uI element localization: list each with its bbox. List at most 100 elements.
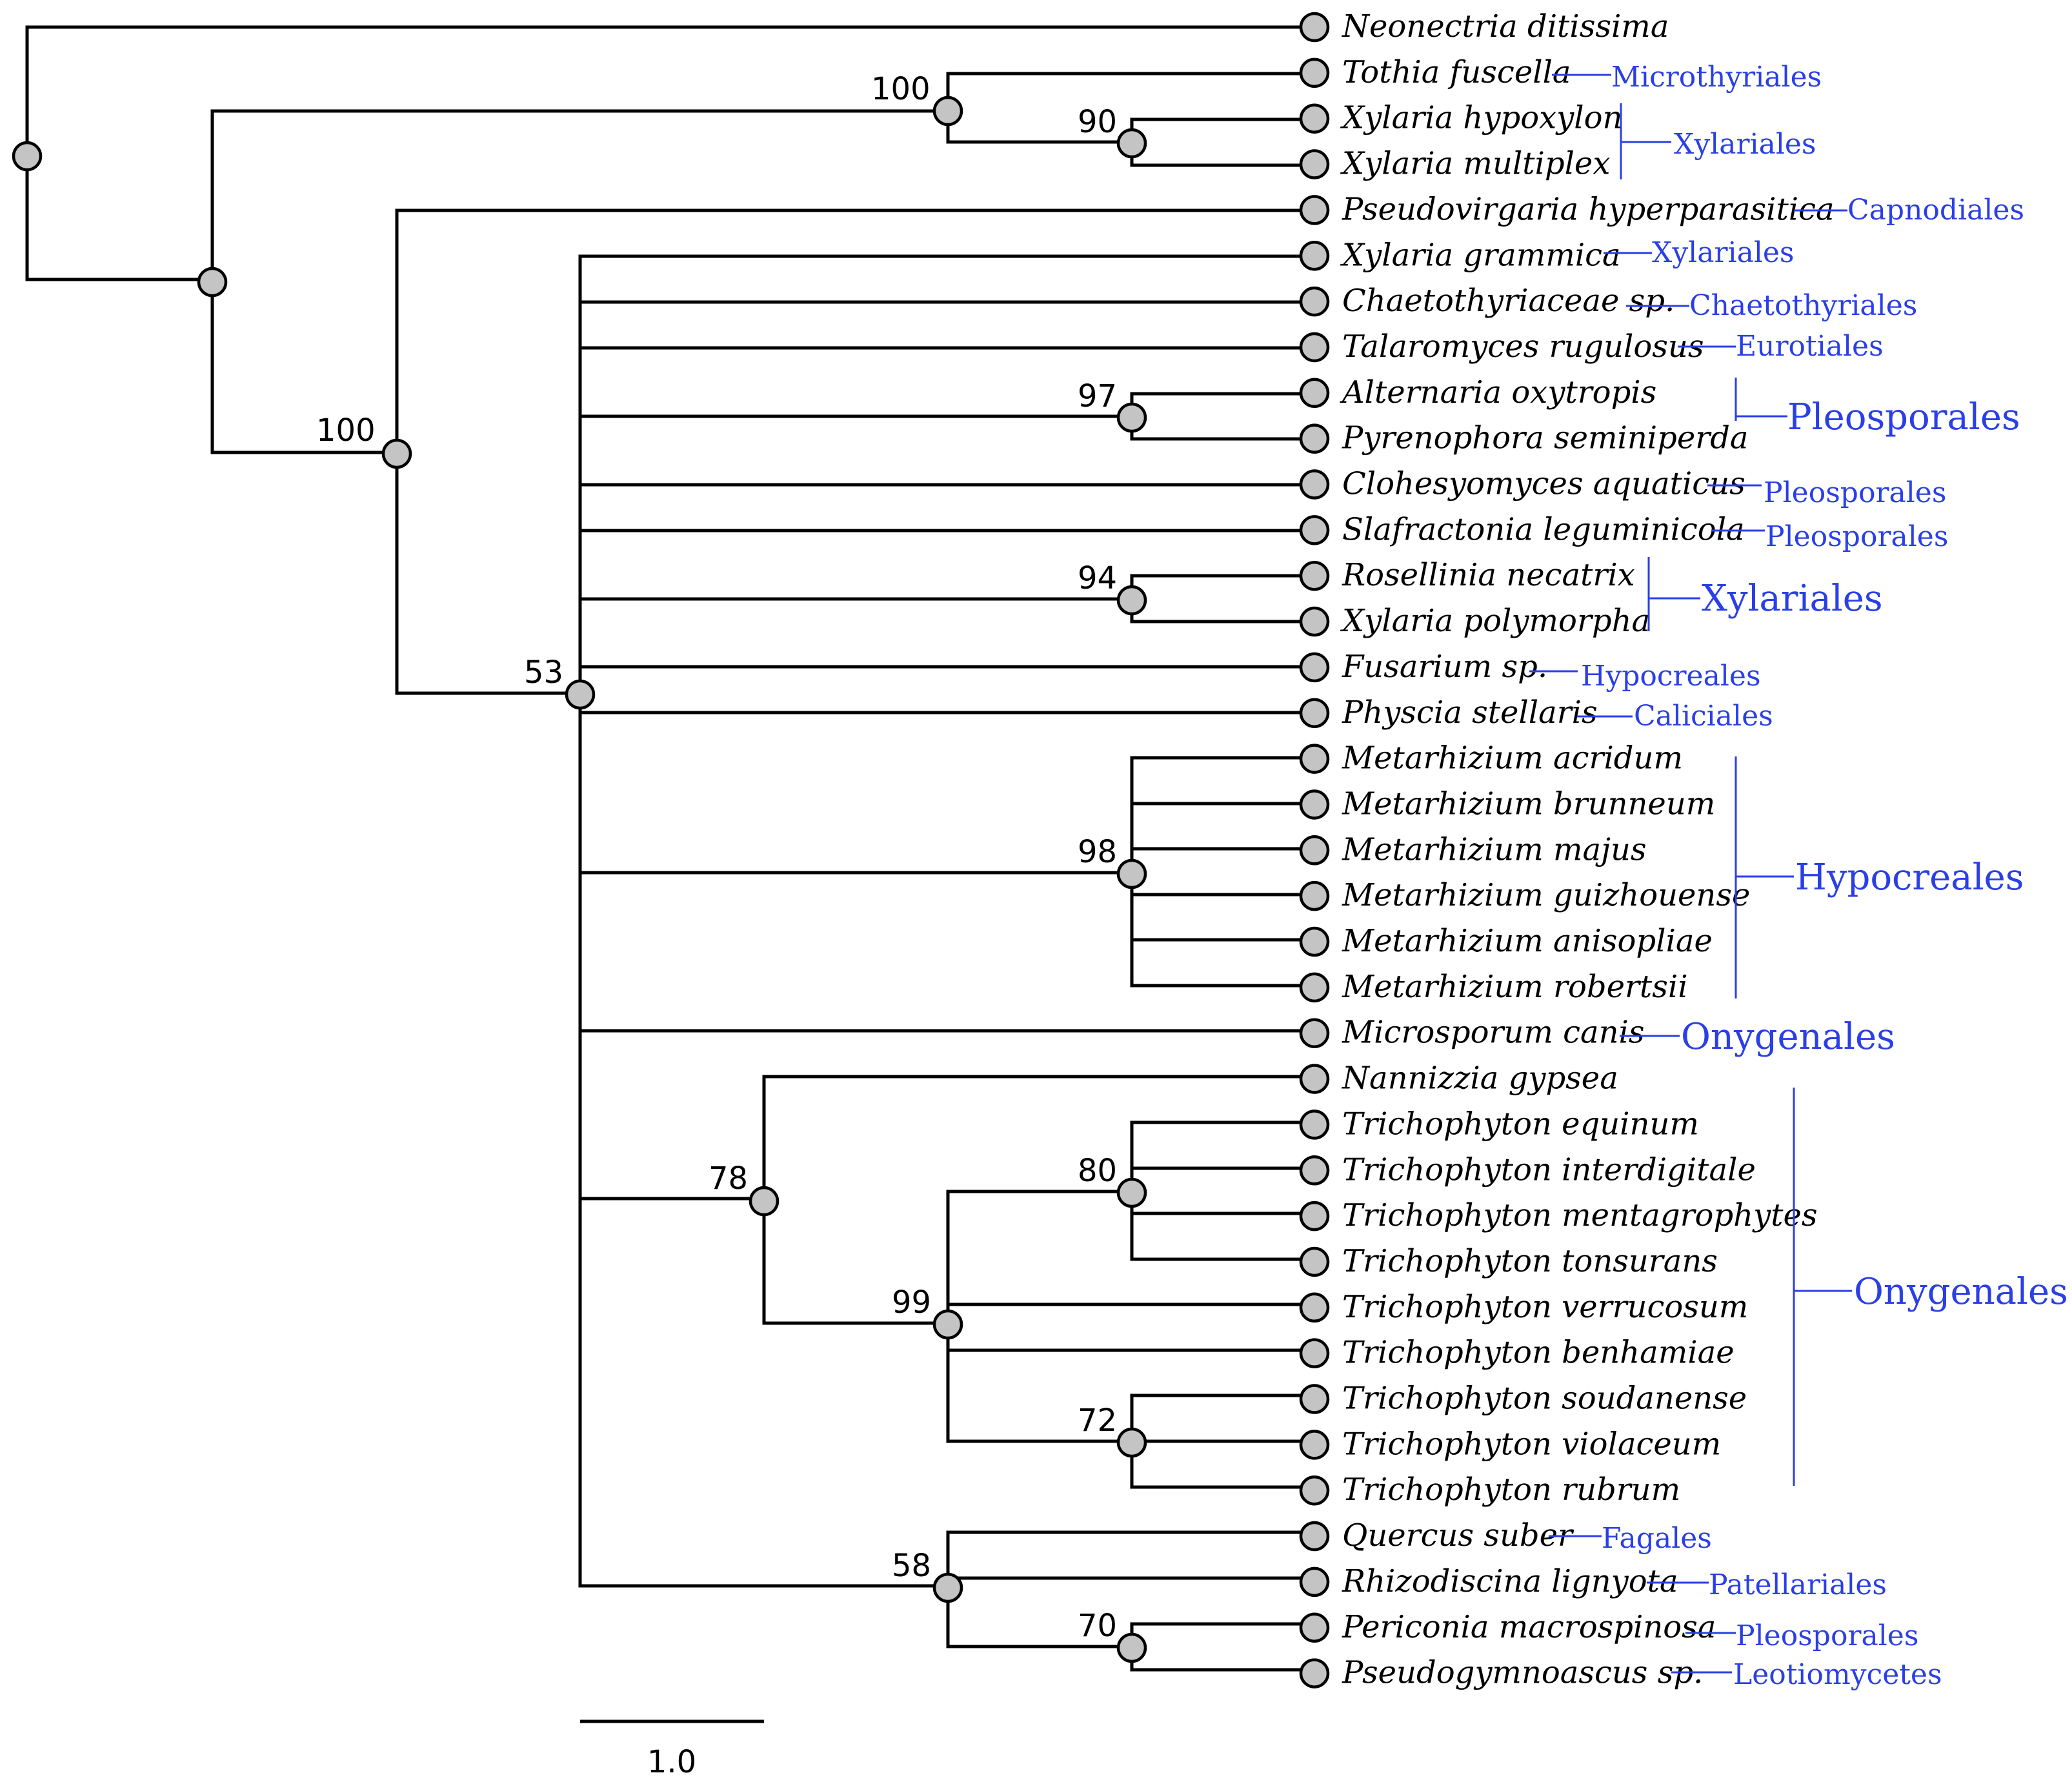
taxon-label: Trichophyton equinum bbox=[1342, 1106, 1699, 1142]
taxon-label: Metarhizium acridum bbox=[1342, 740, 1683, 776]
node-72 bbox=[1116, 1427, 1147, 1458]
node-53 bbox=[565, 679, 596, 710]
internal-nodes bbox=[12, 96, 1147, 1663]
tip-node bbox=[1299, 972, 1330, 1003]
node-root bbox=[12, 141, 43, 172]
tip-node bbox=[1299, 606, 1330, 637]
taxon-label: Trichophyton mentagrophytes bbox=[1342, 1197, 1818, 1233]
support-value: 98 bbox=[1078, 834, 1117, 870]
node-90 bbox=[1116, 128, 1147, 159]
support-value: 80 bbox=[1078, 1153, 1117, 1189]
order-label: Caliciales bbox=[1634, 700, 1773, 733]
order-label: Xylariales bbox=[1652, 236, 1795, 269]
support-value: 90 bbox=[1078, 104, 1117, 140]
tip-node bbox=[1299, 12, 1330, 43]
node-78 bbox=[749, 1186, 780, 1217]
tip-node bbox=[1299, 515, 1330, 545]
taxon-label: Trichophyton benhamiae bbox=[1342, 1335, 1735, 1371]
taxon-label: Trichophyton tonsurans bbox=[1342, 1243, 1718, 1279]
taxon-label: Trichophyton soudanense bbox=[1342, 1381, 1747, 1417]
order-label: Hypocreales bbox=[1581, 660, 1761, 693]
tip-node bbox=[1299, 1521, 1330, 1552]
tip-node bbox=[1299, 1201, 1330, 1232]
taxon-label: Metarhizium guizhouense bbox=[1342, 877, 1750, 913]
tip-node bbox=[1299, 1475, 1330, 1506]
order-label: Microthyriales bbox=[1611, 61, 1822, 94]
tip-node bbox=[1299, 1338, 1330, 1368]
taxon-label: Pseudovirgaria hyperparasitica bbox=[1342, 191, 1835, 227]
tip-node bbox=[1299, 103, 1330, 134]
taxon-label: Metarhizium brunneum bbox=[1342, 786, 1715, 822]
taxon-label: Fusarium sp. bbox=[1342, 649, 1547, 685]
taxon-label: Quercus suber bbox=[1342, 1517, 1574, 1554]
order-label: Pleosporales bbox=[1765, 520, 1948, 553]
node-100-pseudovirgaria bbox=[381, 438, 412, 469]
support-value: 99 bbox=[892, 1284, 931, 1321]
tip-node bbox=[1299, 926, 1330, 957]
taxon-label: Metarhizium majus bbox=[1342, 831, 1647, 867]
taxon-label: Chaetothyriaceae sp. bbox=[1342, 283, 1675, 319]
support-values: 100 90 100 53 97 94 98 78 99 80 72 58 70 bbox=[316, 71, 1117, 1644]
branch bbox=[1130, 756, 1316, 988]
taxon-label: Metarhizium robertsii bbox=[1342, 969, 1688, 1005]
support-value: 94 bbox=[1078, 560, 1117, 596]
node-99 bbox=[932, 1309, 963, 1340]
scale-bar-label: 1.0 bbox=[647, 1744, 696, 1780]
taxon-label: Clohesyomyces aquaticus bbox=[1342, 466, 1745, 502]
tip-node bbox=[1299, 1155, 1330, 1186]
taxon-label: Alternaria oxytropis bbox=[1340, 374, 1656, 411]
order-label: Patellariales bbox=[1709, 1568, 1887, 1601]
branch bbox=[1130, 1394, 1316, 1489]
tip-node bbox=[1299, 1384, 1330, 1414]
taxon-label: Pseudogymnoascus sp. bbox=[1342, 1655, 1703, 1691]
order-label: Pleosporales bbox=[1787, 396, 2020, 438]
tip-node bbox=[1299, 880, 1330, 911]
tip-node bbox=[1299, 698, 1330, 728]
taxon-label: Trichophyton violaceum bbox=[1342, 1426, 1721, 1462]
taxon-label: Neonectria ditissima bbox=[1342, 8, 1669, 45]
order-label: Chaetothyriales bbox=[1689, 289, 1917, 322]
taxon-label: Xylaria grammica bbox=[1340, 237, 1621, 273]
taxon-label: Metarhizium anisopliae bbox=[1342, 923, 1713, 959]
tip-node bbox=[1299, 652, 1330, 683]
support-value: 78 bbox=[709, 1161, 748, 1197]
taxon-label: Pyrenophora seminiperda bbox=[1342, 420, 1749, 456]
taxon-label: Microsporum canis bbox=[1342, 1015, 1645, 1051]
taxon-label: Slafractonia leguminicola bbox=[1342, 511, 1745, 547]
tip-node bbox=[1299, 1110, 1330, 1140]
tip-node bbox=[1299, 423, 1330, 454]
order-label: Leotiomycetes bbox=[1733, 1658, 1942, 1691]
branch bbox=[1130, 1120, 1316, 1261]
support-value: 97 bbox=[1078, 378, 1117, 414]
taxon-label: Xylaria multiplex bbox=[1340, 146, 1610, 182]
order-label: Hypocreales bbox=[1795, 857, 2024, 898]
node-a bbox=[197, 267, 228, 298]
support-value: 100 bbox=[871, 71, 930, 107]
node-94 bbox=[1116, 585, 1147, 616]
annotation-connector bbox=[1529, 74, 1847, 1674]
taxon-label: Rosellinia necatrix bbox=[1342, 557, 1635, 593]
scale-bar: 1.0 bbox=[580, 1719, 764, 1780]
node-58 bbox=[932, 1572, 963, 1603]
node-97 bbox=[1116, 402, 1147, 433]
order-label: Onygenales bbox=[1681, 1016, 1895, 1058]
tip-node bbox=[1299, 149, 1330, 179]
tip-node bbox=[1299, 1246, 1330, 1277]
taxon-label: Rhizodiscina lignyota bbox=[1342, 1563, 1678, 1599]
branch bbox=[762, 1075, 1316, 1325]
tip-node bbox=[1299, 1658, 1330, 1688]
tip-node bbox=[1299, 378, 1330, 409]
taxon-label: Talaromyces rugulosus bbox=[1342, 329, 1704, 365]
branch bbox=[1130, 1622, 1316, 1672]
taxon-label: Trichophyton rubrum bbox=[1342, 1472, 1680, 1508]
tip-node bbox=[1299, 744, 1330, 774]
branch bbox=[1130, 574, 1316, 623]
order-label: Pleosporales bbox=[1736, 1619, 1918, 1652]
support-value: 72 bbox=[1078, 1403, 1117, 1439]
tip-node bbox=[1299, 1612, 1330, 1643]
tip-node bbox=[1299, 1566, 1330, 1597]
tip-node bbox=[1299, 560, 1330, 591]
order-annotations: Microthyriales Xylariales Capnodiales Xy… bbox=[1529, 61, 2068, 1691]
